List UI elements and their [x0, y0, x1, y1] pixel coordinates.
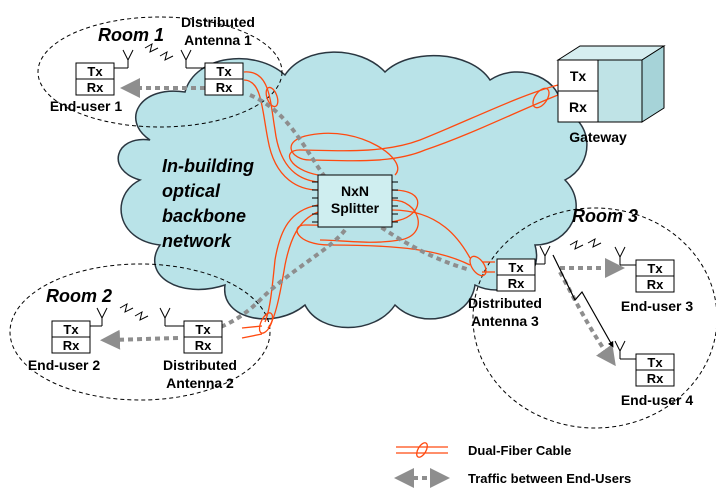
- wireless-link-icon: [144, 42, 174, 61]
- room-1-zone: [37, 16, 283, 128]
- antenna-icon: [535, 245, 551, 265]
- splitter-label-1: NxN: [341, 183, 369, 199]
- room-3-zone: [472, 207, 716, 429]
- eu1-tx: Tx: [87, 64, 103, 79]
- da3-rx: Rx: [508, 276, 525, 291]
- wireless-link-icon: [119, 302, 149, 321]
- room-3-label: Room 3: [572, 206, 638, 226]
- end-user-2-device: Tx Rx: [51, 307, 108, 354]
- end-user-1-device: Tx Rx: [75, 49, 134, 96]
- antenna-icon: [90, 307, 108, 327]
- distributed-antenna-3: Tx Rx: [496, 245, 551, 292]
- legend-fiber-label: Dual-Fiber Cable: [468, 443, 571, 458]
- wireless-link-icon: [569, 237, 602, 250]
- eu2-rx: Rx: [63, 338, 80, 353]
- gateway-rx: Rx: [569, 99, 587, 115]
- legend: Dual-Fiber Cable Traffic between End-Use…: [394, 442, 631, 488]
- backbone-label-2: optical: [162, 181, 221, 201]
- wireless-bolt-icon: [552, 254, 614, 348]
- eu2-label: End-user 2: [28, 357, 101, 373]
- gateway-tx: Tx: [570, 68, 587, 84]
- da2-tx: Tx: [195, 322, 211, 337]
- eu3-rx: Rx: [647, 277, 664, 292]
- gateway-label: Gateway: [569, 129, 627, 145]
- backbone-label-3: backbone: [162, 206, 246, 226]
- da3-tx: Tx: [508, 260, 524, 275]
- da1-rx: Rx: [216, 80, 233, 95]
- distributed-antenna-1: Tx Rx: [180, 49, 244, 96]
- antenna-icon: [614, 246, 636, 266]
- eu4-label: End-user 4: [621, 392, 694, 408]
- room-2-zone: [9, 263, 271, 401]
- distributed-antenna-2: Tx Rx: [159, 307, 223, 354]
- da2-rx: Rx: [195, 338, 212, 353]
- backbone-label-1: In-building: [162, 156, 254, 176]
- legend-fiber-swatch: [396, 442, 448, 458]
- room-1-label: Room 1: [98, 25, 164, 45]
- da2-label-1: Distributed: [163, 357, 237, 373]
- eu1-label: End-user 1: [50, 98, 123, 114]
- fiber-cables: [241, 71, 559, 339]
- antenna-icon: [180, 49, 205, 69]
- da1-tx: Tx: [216, 64, 232, 79]
- eu4-rx: Rx: [647, 371, 664, 386]
- end-user-3-device: Tx Rx: [614, 246, 675, 293]
- da3-label-1: Distributed: [468, 295, 542, 311]
- eu3-tx: Tx: [647, 261, 663, 276]
- legend-traffic-label: Traffic between End-Users: [468, 471, 631, 486]
- eu3-label: End-user 3: [621, 298, 694, 314]
- splitter-box: NxN Splitter: [312, 174, 398, 228]
- eu1-rx: Rx: [87, 80, 104, 95]
- da1-label-2: Antenna 1: [184, 32, 252, 48]
- da2-label-2: Antenna 2: [166, 375, 234, 391]
- antenna-icon: [114, 49, 134, 69]
- room-2-label: Room 2: [46, 286, 112, 306]
- backbone-label-4: network: [162, 231, 232, 251]
- splitter-label-2: Splitter: [331, 200, 380, 216]
- da3-label-2: Antenna 3: [471, 313, 539, 329]
- antenna-icon: [614, 340, 636, 360]
- eu2-tx: Tx: [63, 322, 79, 337]
- antenna-icon: [159, 307, 184, 327]
- end-user-4-device: Tx Rx: [614, 340, 675, 387]
- eu4-tx: Tx: [647, 355, 663, 370]
- da1-label-1: Distributed: [181, 14, 255, 30]
- gateway-device: Tx Rx Gateway: [556, 45, 666, 145]
